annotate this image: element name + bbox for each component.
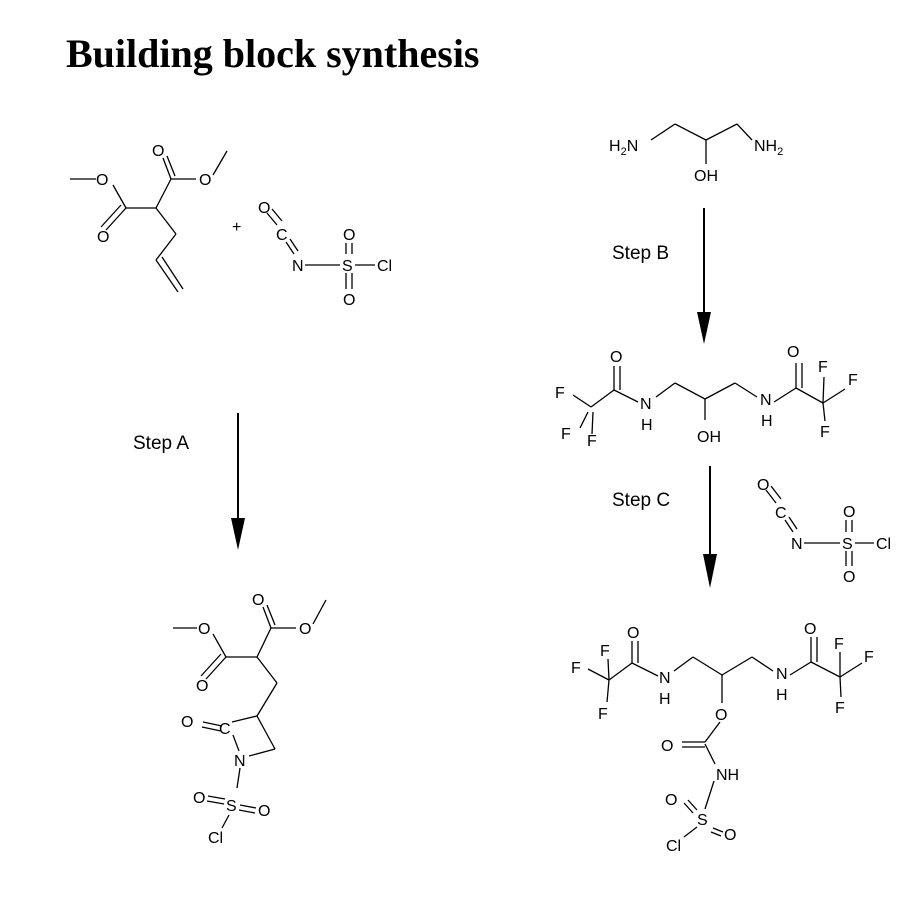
atom-o: O (198, 621, 210, 638)
n-chlorosulfonyl-beta-lactam-structure: O O O O O C N O S O Cl (173, 592, 326, 847)
atom-o: O (665, 792, 677, 809)
atom-cl: Cl (876, 536, 891, 553)
atom-o: O (343, 227, 355, 244)
atom-h: H (641, 417, 653, 434)
atom-s: S (697, 812, 708, 829)
atom-oh: OH (697, 429, 721, 446)
atom-cl: Cl (666, 838, 681, 855)
atom-oh: OH (694, 168, 718, 185)
atom-o: O (843, 569, 855, 586)
atom-nh: NH (716, 767, 739, 784)
atom-f: F (834, 636, 844, 653)
atom-cl: Cl (377, 258, 392, 275)
step-c-arrow (703, 466, 717, 588)
atom-o: O (299, 621, 311, 638)
atom-c: C (219, 721, 231, 738)
atom-n: N (659, 670, 671, 687)
atom-f: F (835, 700, 845, 717)
atom-f: F (587, 433, 597, 450)
atom-o: O (724, 827, 736, 844)
atom-o: O (804, 621, 816, 638)
atom-o: O (252, 592, 264, 609)
chlorosulfonyl-isocyanate-structure: O C N S Cl O O (258, 200, 392, 309)
step-b-arrow (697, 208, 711, 344)
atom-s: S (226, 798, 237, 815)
atom-o: O (152, 143, 164, 160)
atom-o: O (199, 172, 211, 189)
atom-n: N (292, 258, 304, 275)
atom-f: F (598, 706, 608, 723)
atom-c: C (775, 505, 787, 522)
atom-o: O (715, 707, 727, 724)
atom-f: F (848, 372, 858, 389)
atom-o: O (96, 172, 108, 189)
atom-o: O (196, 678, 208, 695)
atom-f: F (555, 385, 565, 402)
atom-n: N (234, 753, 246, 770)
step-a-arrow (231, 413, 245, 550)
chlorosulfonyl-carbamate-structure: O F F F N H N H O F F F O O NH O S O Cl (571, 621, 874, 855)
atom-nh2: NH2 (754, 138, 783, 158)
bis-trifluoroacetamide-structure: O F F F N H OH N H O F F F (555, 344, 858, 450)
atom-h: H (659, 691, 671, 708)
atom-o: O (610, 349, 622, 366)
atom-o: O (258, 803, 270, 820)
atom-o: O (181, 714, 193, 731)
atom-f: F (818, 359, 828, 376)
atom-f: F (600, 643, 610, 660)
atom-h: H (761, 413, 773, 430)
atom-f: F (571, 660, 581, 677)
atom-s: S (842, 536, 853, 553)
atom-f: F (561, 426, 571, 443)
atom-o: O (843, 504, 855, 521)
atom-n: N (776, 666, 788, 683)
atom-o: O (661, 738, 673, 755)
atom-h2n: H2N (609, 138, 638, 158)
atom-f: F (820, 424, 830, 441)
atom-h: H (776, 687, 788, 704)
atom-f: F (864, 649, 874, 666)
atom-o: O (787, 344, 799, 361)
atom-o: O (343, 292, 355, 309)
atom-n: N (791, 536, 803, 553)
chlorosulfonyl-isocyanate-structure: O C N S Cl O O (757, 477, 891, 586)
atom-s: S (342, 258, 353, 275)
atom-cl: Cl (208, 830, 223, 847)
step-a-label: Step A (133, 433, 189, 454)
atom-o: O (193, 790, 205, 807)
diethyl-allylmalonate-structure: O O O O (70, 143, 227, 292)
plus-sign: + (232, 219, 241, 236)
diaminopropanol-structure: H2N NH2 OH (609, 124, 783, 185)
step-b-label: Step B (612, 243, 669, 264)
atom-c: C (276, 227, 288, 244)
atom-o: O (97, 229, 109, 246)
atom-n: N (640, 396, 652, 413)
atom-n: N (760, 392, 772, 409)
step-c-label: Step C (612, 490, 670, 511)
atom-o: O (627, 625, 639, 642)
